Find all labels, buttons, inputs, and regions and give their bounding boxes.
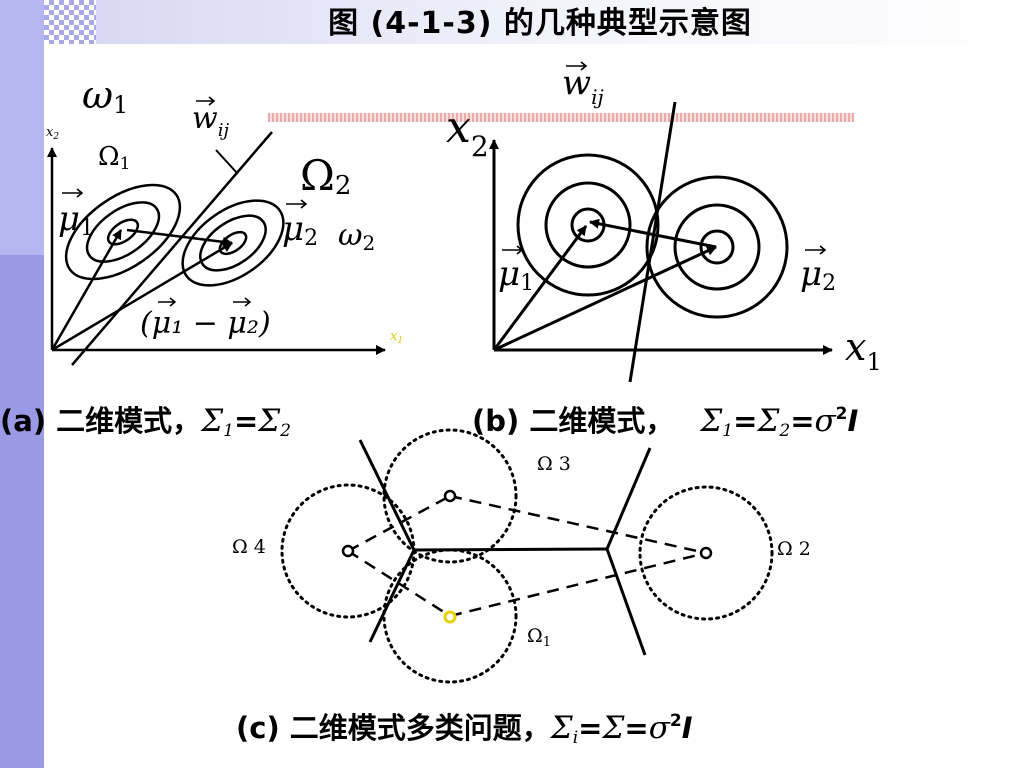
panel-c-dashed-link-3-2 <box>449 494 707 555</box>
panel-b-arrow-mu2 <box>493 245 717 352</box>
panel-c-boundary-2 <box>368 549 416 643</box>
panel-a-labels: ω1 x2 x1 Ω1 Ω2 wij μ1 μ2 ω2 (μ₁ − μ₂) <box>46 73 403 346</box>
panel-b-mu2-vector-arrow <box>805 245 827 255</box>
caption-b: (b) 二维模式，Σ1=Σ2=σ2I <box>472 403 859 441</box>
panel-a-arrow-mu2 <box>51 241 233 352</box>
panel-c-circle-omega2 <box>638 485 774 621</box>
panel-c-mean-omega4 <box>341 544 355 558</box>
caption-a: (a) 二维模式，Σ1=Σ2 <box>0 403 291 441</box>
panel-a-ellipses-1 <box>64 183 182 281</box>
panel-b-circle-1a <box>516 153 660 297</box>
panel-b-arrow-diff <box>589 218 717 249</box>
panel-b-x2-label: x2 <box>446 102 489 163</box>
panel-c-circle-omega3 <box>382 428 518 564</box>
panel-a-w-label: wij <box>192 101 229 141</box>
panel-b-circle-2c <box>699 229 735 265</box>
panel-b-circle-2a <box>645 175 789 319</box>
panel-b-mu1: μ1 <box>498 254 534 296</box>
panel-c-dashed-link-4-3 <box>347 494 451 553</box>
panel-c-omega2-label: Ω 2 <box>777 538 811 560</box>
panel-b-circle-1b <box>544 181 632 269</box>
panel-a-x1-label: x1 <box>390 329 403 346</box>
panel-a-boundary <box>71 131 273 366</box>
panel-a-mu1: μ1 <box>58 199 94 241</box>
panel-c-boundary-3 <box>413 547 608 552</box>
panel-c-labels: Ω 3 Ω 4 Ω 2 Ω1 <box>232 453 811 650</box>
panel-b-circle-2b <box>673 203 761 291</box>
panel-b-labels: wij x2 x1 μ1 μ2 <box>446 61 882 376</box>
panel-b-w-label: wij <box>562 63 604 109</box>
title-band <box>96 0 1024 44</box>
panel-b-boundary <box>628 101 677 383</box>
caption-c: (c) 二维模式多类问题，Σi=Σ=σ2I <box>236 710 693 748</box>
panel-c-mean-omega2 <box>699 546 713 560</box>
panel-a-diff: (μ₁ − μ₂) <box>140 306 271 341</box>
side-bar-highlight <box>0 0 44 255</box>
panel-c-mean-omega1 <box>443 610 457 624</box>
panel-a-arrow-mu1 <box>50 229 123 351</box>
panel-c-omega1-label: Ω1 <box>527 625 551 650</box>
panel-a-x2-label: x2 <box>46 125 59 142</box>
panel-a-mu2-vector-arrow <box>286 199 308 209</box>
panel-a-diff-arrow-1 <box>158 297 177 307</box>
panel-a <box>47 131 386 366</box>
panel-a-omega2: ω2 <box>338 218 375 255</box>
panel-a-ellipses-2 <box>181 199 285 287</box>
panel-b <box>489 101 833 383</box>
panel-a-mu1-vector-arrow <box>62 188 84 198</box>
panel-c-dashed-link-1-2 <box>449 551 707 618</box>
panel-b-mu1-vector-arrow <box>502 245 524 255</box>
checker-pattern <box>44 0 96 44</box>
panel-a-Omega1: Ω1 <box>98 142 130 174</box>
panel-c <box>280 428 774 684</box>
panel-b-mu2: μ2 <box>800 254 836 296</box>
panel-a-mu2: μ2 <box>282 209 318 251</box>
decorative-hatch-band <box>268 113 854 122</box>
panel-c-omega3-label: Ω 3 <box>537 453 571 475</box>
panel-c-boundary-5 <box>605 548 647 656</box>
panel-c-boundary-4 <box>605 447 652 550</box>
panel-b-arrow-mu1 <box>492 225 588 351</box>
slide-title: 图 (4-1-3) 的几种典型示意图 <box>328 6 752 41</box>
panel-a-w-vector-arrow <box>196 96 216 106</box>
panel-b-x1-label: x1 <box>845 325 882 376</box>
panel-b-w-vector-arrow <box>566 61 588 71</box>
panel-a-omega1: ω1 <box>82 73 128 119</box>
panel-c-omega4-label: Ω 4 <box>232 536 266 558</box>
panel-c-mean-omega3 <box>443 489 457 503</box>
panel-a-Omega2: Ω2 <box>300 151 351 201</box>
panel-a-diff-arrow-2 <box>233 297 252 307</box>
panel-a-arrow-diff <box>126 228 233 247</box>
panel-a-w-pointer <box>215 149 238 174</box>
panel-c-boundary-1 <box>358 439 416 551</box>
